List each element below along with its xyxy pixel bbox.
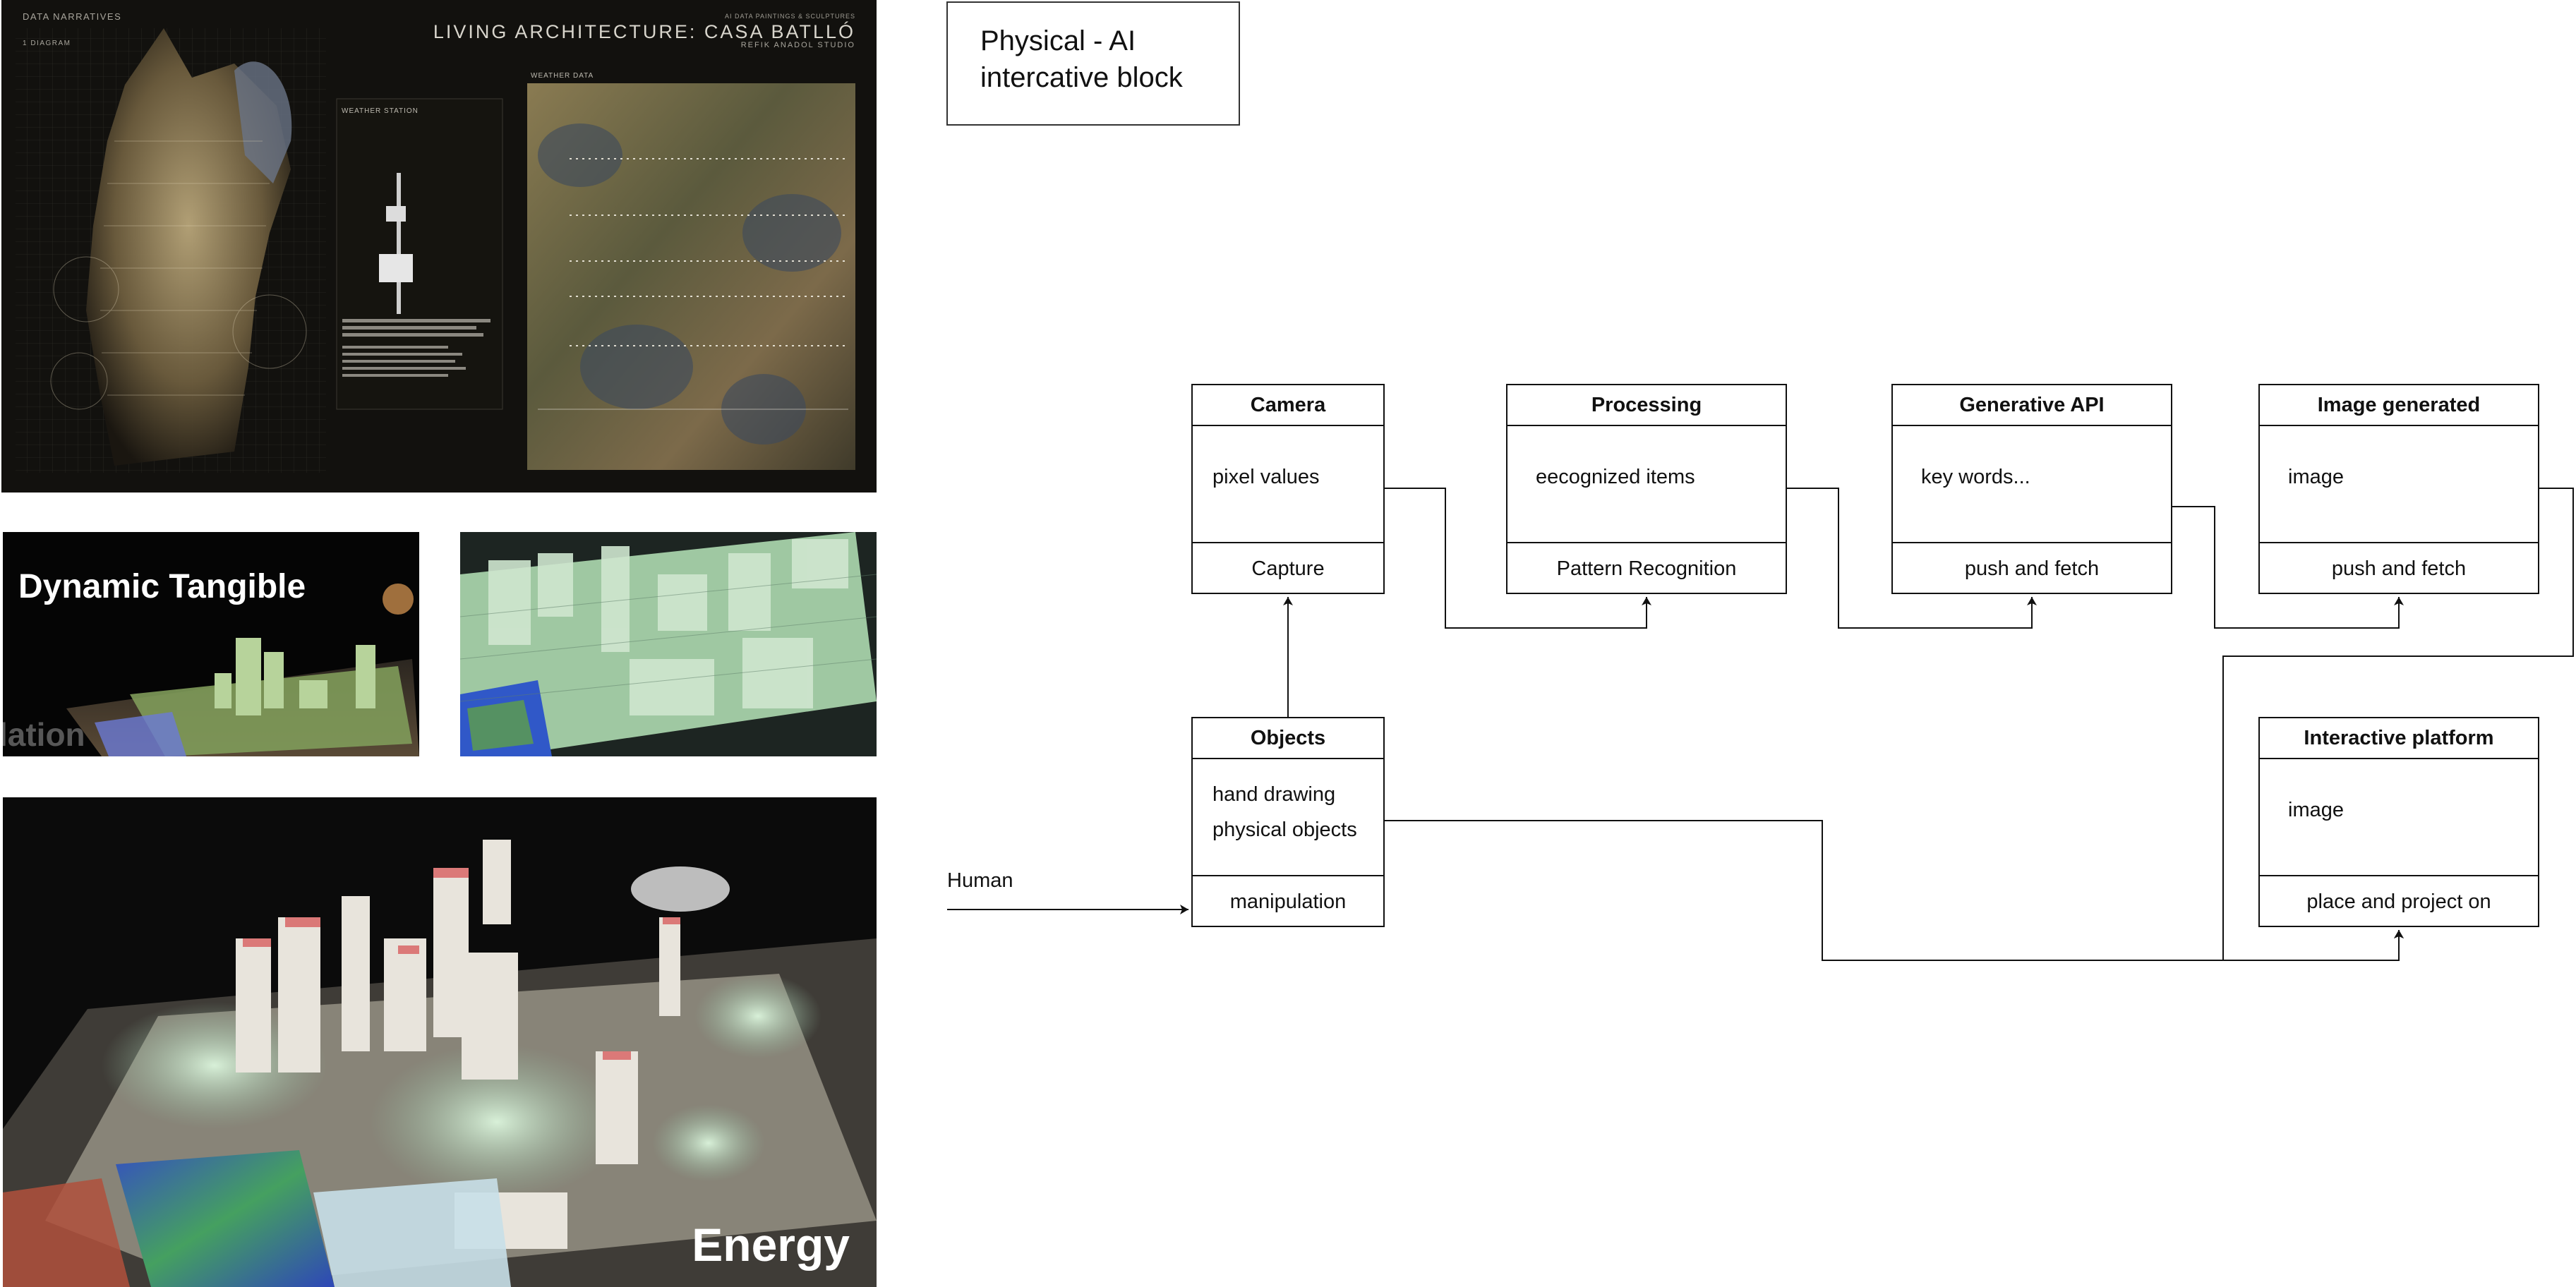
energy-image: Energy [3, 797, 877, 1287]
camera-box[interactable]: Camera pixel values Capture [1191, 384, 1385, 594]
poster-header-left: DATA NARRATIVES [23, 11, 122, 22]
pin-table-artwork [460, 532, 877, 756]
poster-title: LIVING ARCHITECTURE: CASA BATLLÓ [433, 21, 855, 42]
objects-body-line-2: physical objects [1212, 818, 1357, 841]
camera-footer: Capture [1251, 557, 1325, 580]
pin-table-image [460, 532, 877, 756]
weather-data-label: WEATHER DATA [531, 72, 594, 80]
interactive-platform-footer: place and project on [2306, 890, 2491, 913]
edge-objects-platform [1385, 820, 2404, 961]
diagram-title-box: Physical - AI intercative block [946, 1, 1240, 126]
dynamic-tangible-partial-caption: lation [3, 716, 85, 753]
camera-body-line: pixel values [1212, 466, 1320, 488]
generative-api-box[interactable]: Generative API key words... push and fet… [1891, 384, 2172, 594]
objects-body: hand drawing physical objects [1193, 759, 1383, 876]
generative-api-header: Generative API [1893, 385, 2171, 426]
diagram-title-line-2: intercative block [980, 62, 1183, 93]
processing-box[interactable]: Processing eecognized items Pattern Reco… [1506, 384, 1787, 594]
diagram-title-line-1: Physical - AI [980, 25, 1136, 56]
poster-title-pre: AI DATA PAINTINGS & SCULPTURES [724, 13, 855, 20]
image-generated-box[interactable]: Image generated image push and fetch [2258, 384, 2539, 594]
processing-header: Processing [1507, 385, 1786, 426]
image-generated-body: image [2260, 426, 2538, 543]
poster-header-left-sub: 1 DIAGRAM [23, 40, 71, 47]
interactive-platform-header: Interactive platform [2260, 718, 2538, 759]
dynamic-tangible-artwork [3, 532, 419, 756]
casa-batllo-poster-image: DATA NARRATIVES 1 DIAGRAM AI DATA PAINTI… [1, 0, 877, 493]
processing-body-line: eecognized items [1536, 466, 1695, 488]
weather-station-label: WEATHER STATION [342, 107, 419, 115]
generative-api-body-line: key words... [1921, 466, 2030, 488]
dynamic-tangible-image: Dynamic Tangible lation [3, 532, 419, 756]
generative-api-footer: push and fetch [1964, 557, 2100, 580]
poster-artwork [1, 0, 877, 493]
objects-footer: manipulation [1229, 890, 1347, 913]
image-generated-footer: push and fetch [2331, 557, 2467, 580]
camera-header: Camera [1193, 385, 1383, 426]
camera-body: pixel values [1193, 426, 1383, 543]
processing-footer: Pattern Recognition [1556, 557, 1737, 580]
objects-box[interactable]: Objects hand drawing physical objects ma… [1191, 717, 1385, 927]
processing-body: eecognized items [1507, 426, 1786, 543]
image-generated-body-line: image [2288, 466, 2344, 488]
dynamic-tangible-caption: Dynamic Tangible [18, 568, 306, 605]
energy-artwork [3, 797, 877, 1287]
image-generated-header: Image generated [2260, 385, 2538, 426]
interactive-platform-body: image [2260, 759, 2538, 876]
objects-body-line-1: hand drawing [1212, 783, 1336, 806]
interactive-platform-body-line: image [2288, 799, 2344, 821]
interactive-platform-box[interactable]: Interactive platform image place and pro… [2258, 717, 2539, 927]
human-label: Human [947, 869, 1013, 892]
generative-api-body: key words... [1893, 426, 2171, 543]
objects-header: Objects [1193, 718, 1383, 759]
energy-caption: Energy [692, 1219, 850, 1271]
poster-author: REFIK ANADOL STUDIO [740, 41, 855, 49]
